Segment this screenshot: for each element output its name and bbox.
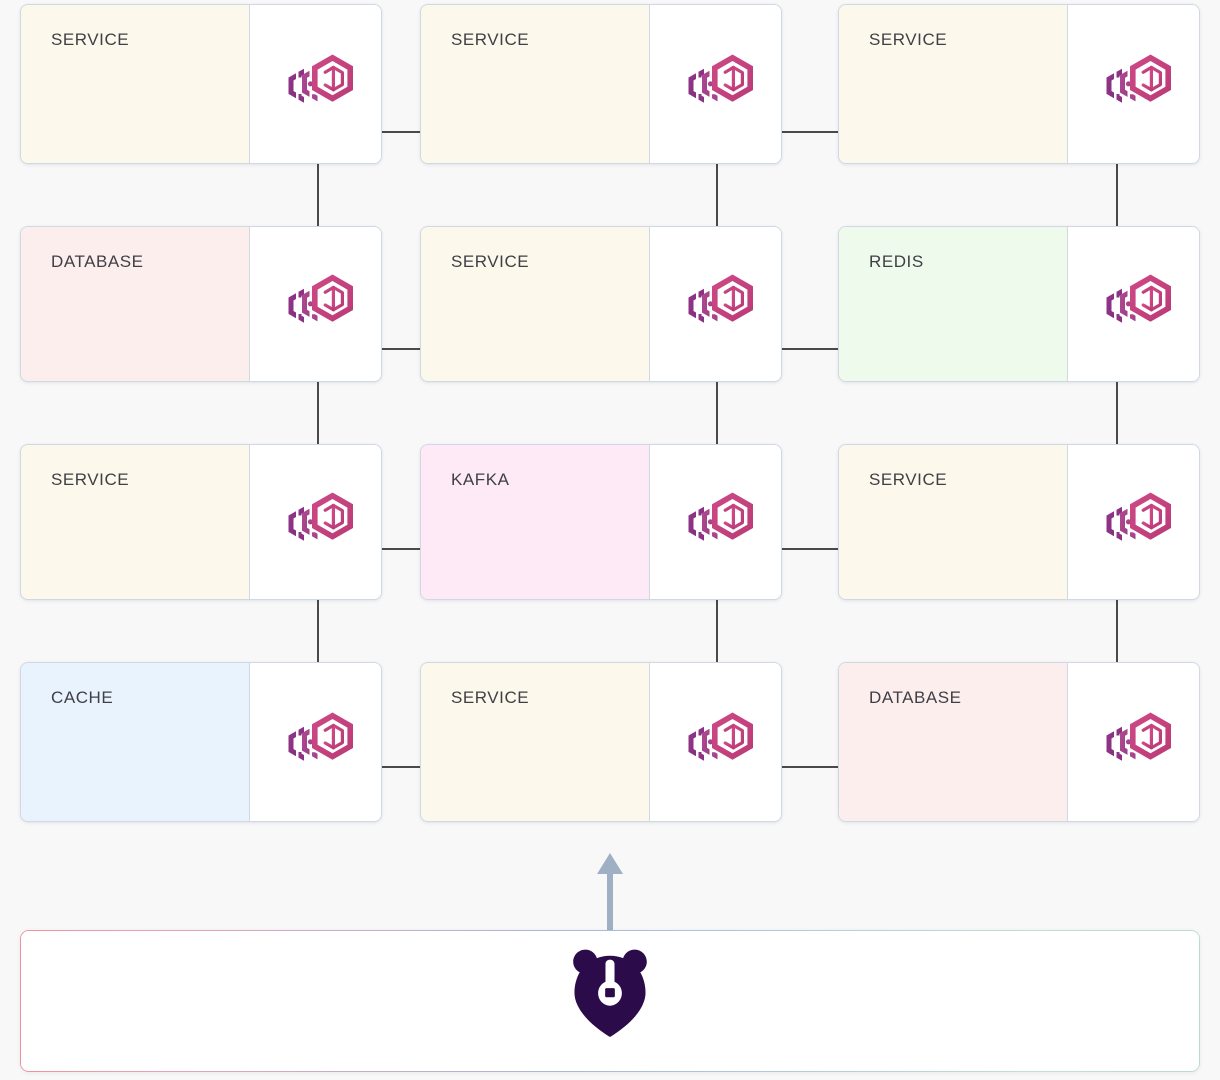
node-icon-pane — [1068, 663, 1199, 821]
connector-horizontal — [382, 348, 422, 350]
cube-stack-icon — [1106, 492, 1171, 541]
cube-stack-icon — [288, 274, 353, 323]
connector-horizontal — [782, 131, 840, 133]
platform-bar[interactable] — [20, 930, 1200, 1072]
node-card[interactable]: KAFKA — [420, 444, 782, 600]
node-label: SERVICE — [869, 470, 948, 489]
node-label-pane: SERVICE — [421, 5, 650, 163]
node-label-pane: DATABASE — [21, 227, 250, 381]
connector-vertical — [1116, 600, 1118, 662]
bear-head-logo — [573, 949, 647, 1037]
node-label-pane: DATABASE — [839, 663, 1068, 821]
node-label-pane: SERVICE — [421, 663, 650, 821]
connector-horizontal — [382, 766, 422, 768]
node-card[interactable]: SERVICE — [20, 4, 382, 164]
node-label-pane: REDIS — [839, 227, 1068, 381]
node-icon-pane — [250, 663, 381, 821]
connector-horizontal — [782, 348, 840, 350]
node-icon-pane — [250, 5, 381, 163]
connector-horizontal — [382, 131, 422, 133]
node-label-pane: SERVICE — [421, 227, 650, 381]
connector-horizontal — [782, 548, 840, 550]
connector-horizontal — [782, 766, 840, 768]
node-card[interactable]: SERVICE — [20, 444, 382, 600]
cube-stack-icon — [688, 274, 753, 323]
connector-vertical — [716, 600, 718, 662]
node-label-pane: CACHE — [21, 663, 250, 821]
node-label: SERVICE — [451, 252, 530, 271]
node-label: CACHE — [51, 688, 114, 707]
connector-vertical — [317, 600, 319, 662]
node-card[interactable]: DATABASE — [838, 662, 1200, 822]
node-label: SERVICE — [51, 30, 130, 49]
node-icon-pane — [250, 227, 381, 381]
node-label-pane: SERVICE — [21, 5, 250, 163]
node-icon-pane — [1068, 227, 1199, 381]
node-card[interactable]: SERVICE — [420, 662, 782, 822]
node-label-pane: SERVICE — [839, 5, 1068, 163]
cube-stack-icon — [1106, 54, 1171, 103]
node-label: KAFKA — [451, 470, 510, 489]
cube-stack-icon — [1106, 712, 1171, 761]
node-card[interactable]: SERVICE — [838, 4, 1200, 164]
node-card[interactable]: REDIS — [838, 226, 1200, 382]
connector-vertical — [317, 382, 319, 444]
node-icon-pane — [1068, 5, 1199, 163]
connector-vertical — [1116, 164, 1118, 226]
connector-horizontal — [382, 548, 422, 550]
node-label: DATABASE — [51, 252, 144, 271]
cube-stack-icon — [688, 492, 753, 541]
node-label-pane: SERVICE — [839, 445, 1068, 599]
node-label: SERVICE — [451, 30, 530, 49]
cube-stack-icon — [688, 712, 753, 761]
connector-vertical — [1116, 382, 1118, 444]
connector-vertical — [317, 164, 319, 226]
connector-vertical — [716, 164, 718, 226]
cube-stack-icon — [288, 54, 353, 103]
node-card[interactable]: SERVICE — [838, 444, 1200, 600]
node-label: SERVICE — [451, 688, 530, 707]
cube-stack-icon — [288, 492, 353, 541]
node-label: SERVICE — [51, 470, 130, 489]
node-card[interactable]: CACHE — [20, 662, 382, 822]
node-icon-pane — [250, 445, 381, 599]
node-icon-pane — [650, 445, 781, 599]
node-label: SERVICE — [869, 30, 948, 49]
node-card[interactable]: SERVICE — [420, 226, 782, 382]
node-label: REDIS — [869, 252, 924, 271]
node-card[interactable]: SERVICE — [420, 4, 782, 164]
node-icon-pane — [650, 663, 781, 821]
node-label-pane: KAFKA — [421, 445, 650, 599]
cube-stack-icon — [288, 712, 353, 761]
node-label-pane: SERVICE — [21, 445, 250, 599]
connector-vertical — [716, 382, 718, 444]
node-icon-pane — [650, 227, 781, 381]
cube-stack-icon — [688, 54, 753, 103]
upward-flow-arrow — [597, 853, 623, 934]
node-card[interactable]: DATABASE — [20, 226, 382, 382]
node-icon-pane — [1068, 445, 1199, 599]
cube-stack-icon — [1106, 274, 1171, 323]
node-label: DATABASE — [869, 688, 962, 707]
node-icon-pane — [650, 5, 781, 163]
